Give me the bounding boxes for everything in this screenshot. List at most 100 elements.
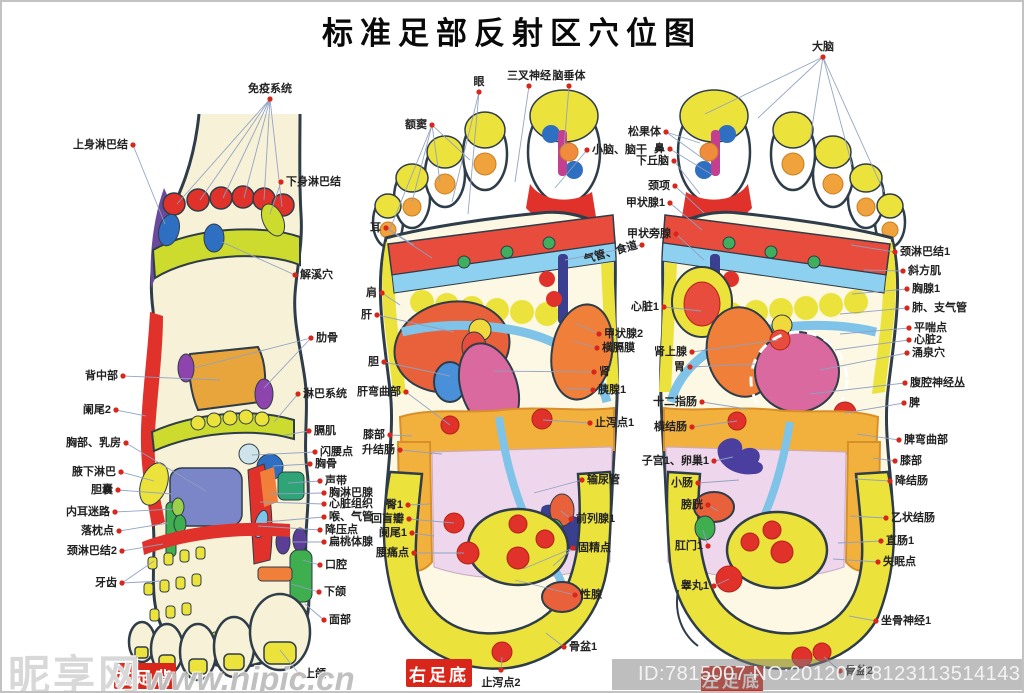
label-bullet-dot <box>904 305 910 311</box>
leader-line <box>757 56 824 119</box>
label-bullet-dot <box>594 345 600 351</box>
label-bullet-dot <box>411 550 417 556</box>
leader-line <box>467 91 480 215</box>
label-bullet-dot <box>379 290 385 296</box>
label-bullet-dot <box>590 387 596 393</box>
page-title: 标准足部反射区穴位图 <box>322 16 702 51</box>
caption-left-sole: 左足底 <box>701 666 763 691</box>
leader-line <box>809 382 906 395</box>
label-bullet-dot <box>383 225 389 231</box>
label-bullet-dot <box>296 671 302 677</box>
label-bullet-dot <box>397 447 403 453</box>
leader-line <box>863 269 904 272</box>
leader-line <box>564 244 643 261</box>
label-bullet-dot <box>570 545 576 551</box>
leader-line <box>713 578 730 587</box>
leader-line <box>290 583 320 593</box>
leader-line <box>431 124 441 183</box>
leader-line <box>663 306 702 312</box>
leader-line <box>574 322 600 335</box>
label-bullet-dot <box>661 304 667 310</box>
leader-line <box>264 516 325 523</box>
leader-line <box>554 149 588 189</box>
label-bullet-dot <box>667 200 673 206</box>
label-bullet-dot <box>130 142 136 148</box>
leader-line <box>273 393 299 423</box>
label-bullet-dot <box>705 502 711 508</box>
leader-line <box>269 98 283 208</box>
label-bullet-dot <box>883 515 889 521</box>
foot-dorsum-illustration <box>127 113 313 682</box>
leader-lines <box>112 54 912 677</box>
leader-line <box>493 370 595 373</box>
leader-line <box>704 56 824 115</box>
leader-line <box>383 361 451 377</box>
label-bullet-dot <box>292 272 298 278</box>
label-bullet-dot <box>873 618 879 624</box>
leader-line <box>302 559 321 566</box>
leader-line <box>243 98 271 199</box>
leader-line <box>713 456 734 462</box>
leader-line <box>405 391 451 426</box>
label-bullet-dot <box>113 407 119 413</box>
leader-line <box>221 241 296 276</box>
leader-line <box>269 181 282 215</box>
leader-line <box>673 160 701 195</box>
leader-line <box>381 292 401 306</box>
leader-line <box>132 144 166 225</box>
label-bullet-dot <box>904 350 910 356</box>
leader-line <box>533 479 583 494</box>
leader-line <box>269 492 325 495</box>
leader-line <box>257 525 321 531</box>
leader-line <box>674 185 705 214</box>
leader-line <box>691 420 738 428</box>
leader-line <box>669 202 703 231</box>
leader-line <box>689 363 757 368</box>
leader-line <box>251 451 316 456</box>
leader-line <box>279 649 300 675</box>
leader-line <box>389 434 413 437</box>
label-bullet-dot <box>119 548 125 554</box>
label-bullet-dot <box>409 530 415 536</box>
leader-line <box>542 419 591 424</box>
label-bullet-dot <box>572 592 578 598</box>
label-bullet-dot <box>406 516 412 522</box>
leader-line <box>272 463 311 467</box>
leader-line <box>832 558 879 563</box>
leader-line <box>665 131 701 144</box>
label-bullet-dot <box>561 644 567 650</box>
label-bullet-dot <box>387 432 393 438</box>
label-bullet-dot <box>498 667 504 673</box>
leader-line <box>117 489 173 495</box>
label-bullet-dot <box>374 312 380 318</box>
label-bullet-dot <box>115 487 121 493</box>
label-bullet-dot <box>308 335 314 341</box>
leader-line <box>407 503 431 506</box>
label-bullet-dot <box>321 501 327 507</box>
leader-line <box>259 501 325 505</box>
leader-line <box>844 402 905 414</box>
label-bullet-dot <box>837 668 843 674</box>
label-bullet-dot <box>687 364 693 370</box>
label-bullet-dot <box>705 543 711 549</box>
leader-line <box>118 522 169 532</box>
leader-line <box>822 56 885 193</box>
leader-line <box>564 387 594 391</box>
leader-line <box>193 337 312 369</box>
leader-line <box>522 547 574 570</box>
leader-line <box>399 449 443 455</box>
label-bullet-dot <box>892 249 898 255</box>
caption-right-sole: 右足底 <box>406 659 472 687</box>
label-bullet-dot <box>321 514 327 520</box>
leader-line <box>122 375 221 381</box>
leader-line <box>408 518 455 524</box>
leader-line <box>697 479 740 484</box>
leader-line <box>872 457 896 462</box>
label-bullet-dot <box>312 449 318 455</box>
label-bullet-dot <box>695 480 701 486</box>
leader-line <box>263 337 312 389</box>
label-bullet-dot <box>579 477 585 483</box>
label-bullet-dot <box>321 490 327 496</box>
label-bullet-dot <box>566 83 572 89</box>
leader-line <box>856 433 900 441</box>
